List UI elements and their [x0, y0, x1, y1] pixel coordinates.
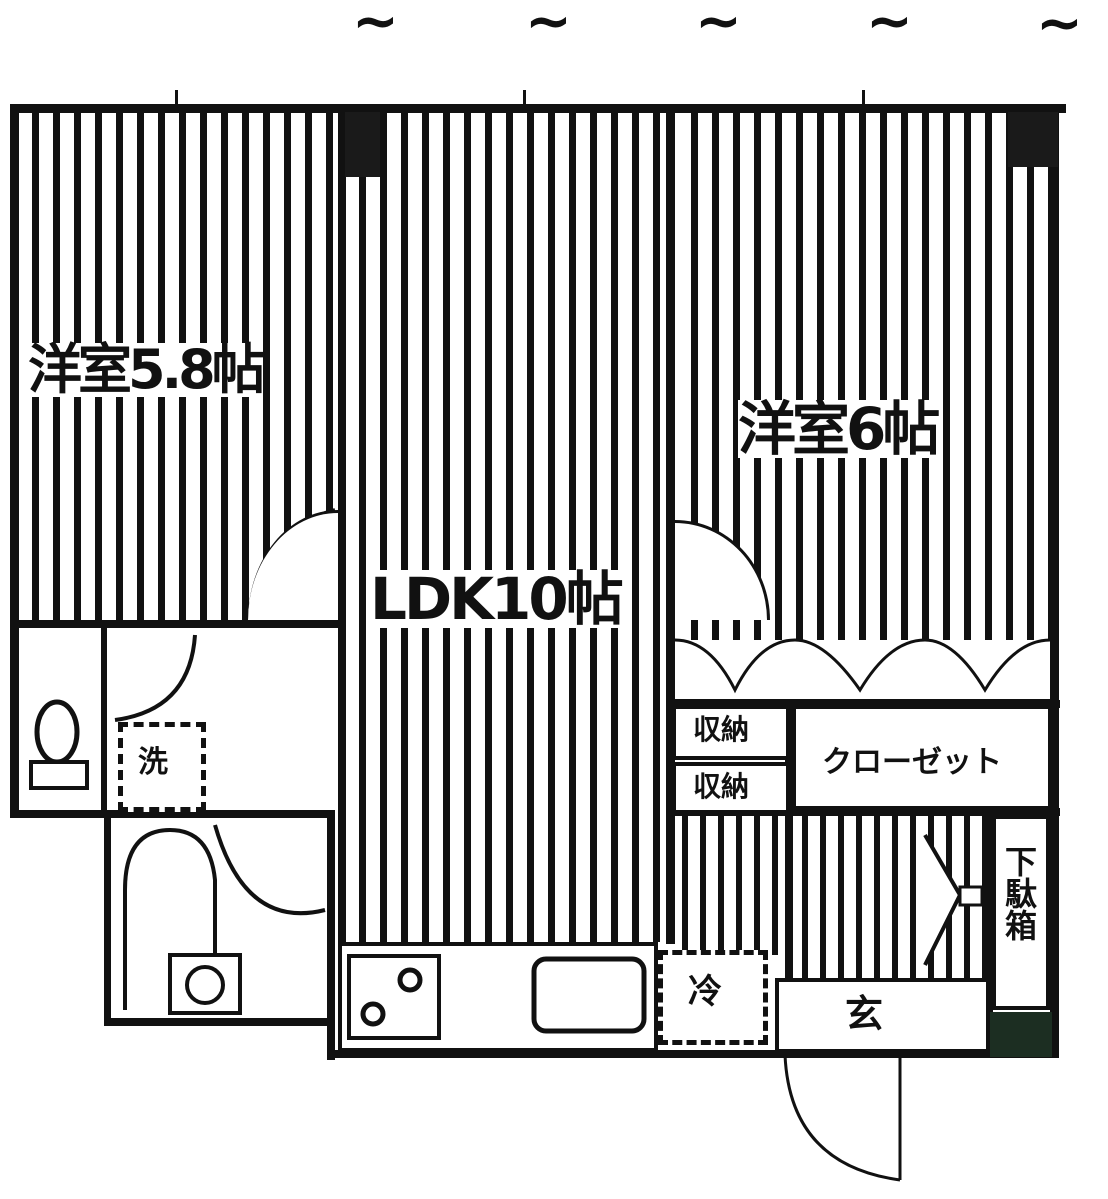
- toilet-icon: [29, 699, 89, 790]
- wall: [670, 700, 1060, 708]
- wall: [10, 104, 19, 816]
- washroom-door-arc: [114, 634, 197, 722]
- tilde-mark: ~: [695, 0, 742, 54]
- shoe-box-label: 下駄箱: [1000, 845, 1038, 941]
- pillar: [990, 1012, 1052, 1057]
- ldk-room: [345, 112, 667, 942]
- tilde-mark: ~: [866, 0, 913, 54]
- wall: [10, 104, 1066, 113]
- wall: [104, 1018, 334, 1026]
- wall: [666, 104, 675, 944]
- shoe-box-door-arc: [923, 833, 984, 966]
- tilde-mark: ~: [1036, 0, 1083, 56]
- wall: [785, 700, 793, 980]
- fridge-space: [658, 950, 768, 1045]
- storage-lower-label: 収納: [693, 770, 750, 803]
- tick-mark: [175, 90, 178, 110]
- ldk-label: LDK10帖: [370, 565, 624, 633]
- sink-icon: [531, 956, 647, 1034]
- stove-icon: [347, 954, 441, 1040]
- entrance: [775, 978, 990, 1053]
- tilde-mark: ~: [525, 0, 572, 54]
- western-room-right-label: 洋室6帖: [738, 395, 940, 463]
- wall: [10, 620, 340, 628]
- hall-near-fridge: [670, 815, 780, 955]
- wall: [327, 1050, 1059, 1058]
- tilde-mark: ~: [352, 0, 399, 54]
- closet-door-arcs: [674, 638, 1051, 694]
- entrance-door-arc: [783, 1054, 902, 1182]
- wall: [100, 620, 107, 815]
- wall: [10, 810, 330, 818]
- washer-space: [118, 722, 206, 812]
- wall: [338, 104, 346, 944]
- pillar: [345, 112, 380, 177]
- wall: [327, 810, 335, 1060]
- tick-mark: [862, 90, 865, 110]
- pillar: [1008, 112, 1058, 167]
- wall: [670, 808, 1060, 816]
- tick-mark: [523, 90, 526, 110]
- storage-upper-label: 収納: [693, 713, 750, 746]
- wall: [985, 815, 993, 1055]
- closet-doors: [675, 640, 1050, 702]
- bathtub-icon: [123, 824, 326, 1015]
- entrance-label: 玄: [845, 992, 884, 1036]
- closet-label: クローゼット: [822, 745, 1002, 780]
- wall: [104, 810, 111, 1025]
- fridge-label: 冷: [688, 972, 722, 1012]
- washer-label: 洗: [138, 745, 168, 780]
- wall: [1050, 104, 1059, 1054]
- western-room-left-label: 洋室5.8帖: [28, 338, 266, 401]
